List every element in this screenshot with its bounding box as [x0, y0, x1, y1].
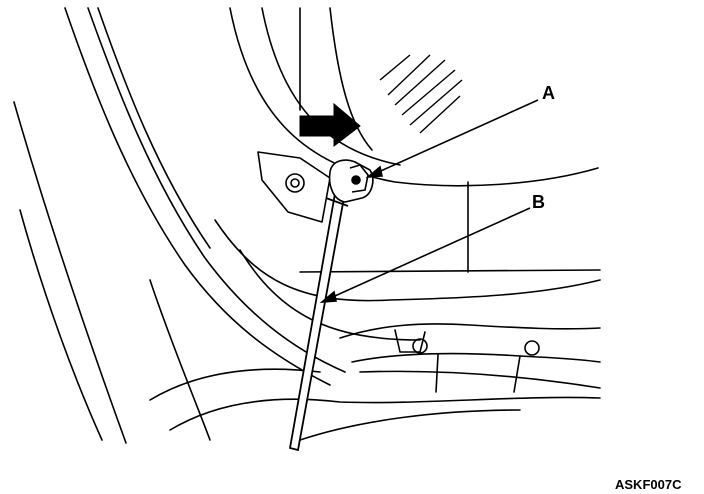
engine-curve-3 [299, 409, 521, 441]
hood-panel-curve-4 [329, 7, 373, 151]
engine-curve [149, 368, 321, 401]
radiator-support [339, 323, 601, 339]
cable-2 [513, 355, 521, 393]
leader-arrow-b [319, 290, 337, 303]
hood-edge-line-inner [87, 7, 346, 373]
radiator-support-2 [351, 352, 601, 363]
holder-bolt-inner [290, 178, 300, 188]
cable [435, 354, 439, 393]
figure-code: ASKF007C [615, 477, 682, 492]
inner-panel-curve-2 [239, 249, 421, 341]
rod-grommet [328, 159, 374, 203]
holder-bolt [285, 173, 305, 193]
leader-line-a [371, 99, 539, 176]
hood-edge-line [64, 7, 331, 386]
rod-holder-bracket [257, 151, 331, 223]
leader-arrow-a [365, 165, 383, 178]
latch-bolt [412, 338, 428, 354]
latch-bolt-2 [524, 340, 540, 356]
fender-line-2 [19, 209, 103, 441]
radiator-support-3 [359, 370, 601, 389]
callout-label-b: B [532, 192, 545, 212]
direction-arrow-icon [299, 102, 361, 148]
fender-line-3 [149, 279, 211, 441]
support-rod [288, 186, 349, 452]
hood-edge-line-outer [97, 7, 211, 249]
panel-bottom [299, 269, 601, 273]
callout-label-a: A [542, 83, 555, 103]
hood-panel-curve-2 [261, 7, 401, 166]
fender-line [13, 101, 127, 444]
inner-panel-curve [214, 219, 601, 302]
latch-bracket [394, 329, 426, 353]
hood-panel-curve [229, 7, 599, 187]
engine-curve-2 [169, 396, 601, 431]
leader-line-b [325, 207, 531, 301]
